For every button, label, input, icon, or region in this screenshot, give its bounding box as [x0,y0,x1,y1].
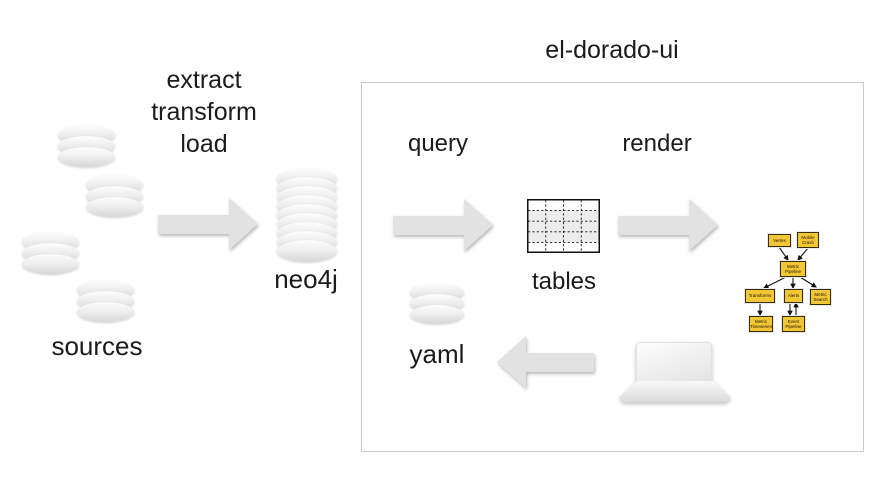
yaml-label: yaml [409,339,465,369]
etl-label: extract transform load [151,64,257,160]
disk [277,240,337,262]
arrow-head [689,199,718,251]
database-stack-icon [77,280,134,322]
query-label: query [407,130,469,157]
query-arrow-icon [393,199,493,252]
arrow-head [497,336,526,388]
app-title: el-dorado-ui [545,36,679,64]
graph-node-transforms: Transforms [745,289,775,303]
laptop-icon [619,337,731,403]
disk [58,147,115,167]
graph-node-event-pipeline: Event Pipeline [782,316,805,332]
neo4j-database-icon [277,168,337,262]
graph-edge-mobile-crash-to-metric-pipeline [797,247,809,261]
arrow-shaft [525,353,594,372]
yaml-database-icon [410,283,464,324]
writeback-arrow-icon [497,336,594,389]
graph-edges [757,246,817,317]
laptop-base [619,381,731,402]
disk [86,197,143,217]
disk [22,254,79,274]
graph-node-alerts: Alerts [784,289,803,303]
graph-node-metric-search: Metric Search [810,289,831,305]
render-label: render [622,130,692,157]
database-stack-icon [22,232,79,274]
tables-label: tables [531,268,597,295]
graph-edge-vertex-to-metric-pipeline [778,246,789,261]
database-stack-icon [86,175,143,217]
graph-edge-metric-pipeline-to-metric-search [799,276,817,288]
etl-arrow-icon [158,198,258,250]
disk [410,305,464,324]
arrow-shaft [393,216,465,235]
disk [77,302,134,322]
graph-node-vertex: Vertex [768,234,791,247]
sources-label: sources [51,331,143,361]
etl-line-load: load [180,130,228,158]
arrow-head [229,198,258,250]
etl-line-transform: transform [151,98,257,126]
graph-node-metric-pipeline: Metric Pipeline [780,261,806,277]
laptop-screen [636,342,712,383]
arrow-head [464,199,493,251]
arrow-shaft [618,216,690,235]
etl-line-extract: extract [166,66,242,94]
neo4j-label: neo4j [274,264,338,294]
render-arrow-icon [618,199,718,252]
arrow-shaft [158,215,230,234]
graph-node-mobile-crash: Mobile Crash [797,232,819,248]
graph-edge-metric-pipeline-to-transforms [763,276,787,289]
database-stack-icon [58,125,115,167]
graph-node-metric-timeseries: Metric Timeseries [749,316,773,332]
table-grid-icon [527,199,600,253]
